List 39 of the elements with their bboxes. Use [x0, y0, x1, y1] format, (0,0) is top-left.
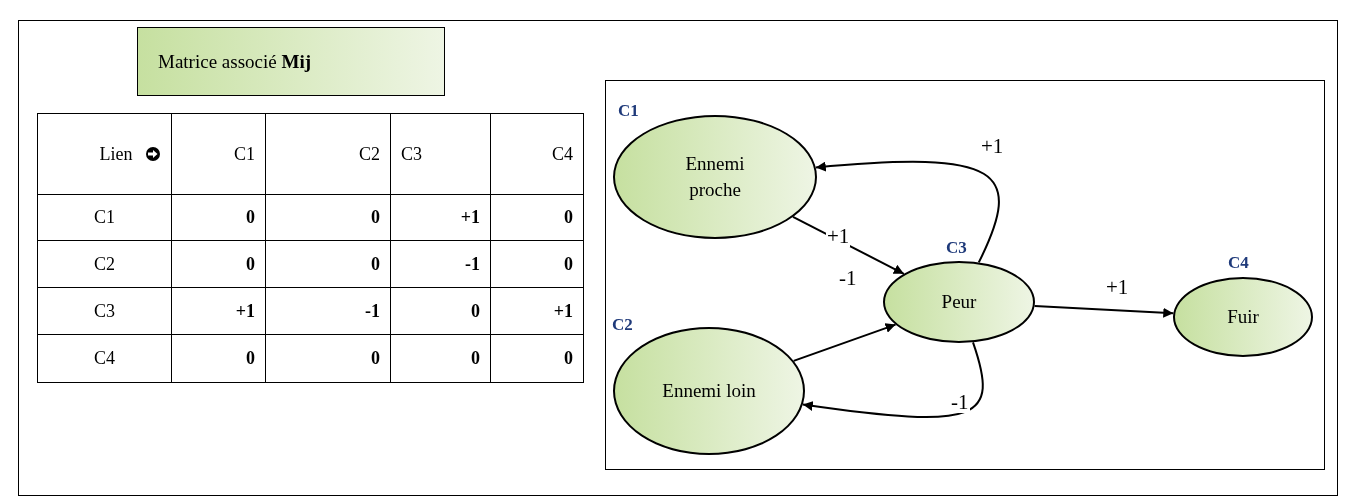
- matrix-value: 0: [246, 253, 255, 274]
- title-text: Matrice associé Mij: [158, 50, 311, 73]
- matrix-value: 0: [246, 207, 255, 227]
- row-header: C4: [94, 348, 115, 368]
- matrix-value: 0: [371, 253, 380, 274]
- row-header: C2: [94, 253, 115, 274]
- concept-label: Ennemi loin: [662, 379, 756, 404]
- matrix-value: 0: [564, 207, 573, 227]
- matrix-value: 0: [564, 348, 573, 368]
- concept-label: Peur: [941, 290, 977, 315]
- row-header: C1: [94, 207, 115, 227]
- column-header: C4: [552, 143, 573, 164]
- matrix-value: +1: [460, 207, 480, 227]
- matrix-value: 0: [471, 300, 480, 321]
- matrix-value: 0: [564, 253, 573, 274]
- concept-id: C4: [1228, 253, 1249, 273]
- matrix-value: +1: [553, 300, 573, 321]
- matrix-value: 0: [246, 348, 255, 368]
- row-header: C3: [94, 300, 115, 321]
- matrix-value: -1: [365, 300, 380, 321]
- arrow: [792, 323, 897, 362]
- matrix-value: +1: [235, 300, 255, 321]
- column-header: C3: [401, 143, 422, 164]
- title-box: [137, 27, 445, 96]
- matrix-value: -1: [465, 253, 480, 274]
- matrix-value: 0: [371, 348, 380, 368]
- concept-label: Fuir: [1227, 305, 1259, 330]
- edge-label: -1: [950, 392, 970, 413]
- column-header: C1: [234, 143, 255, 164]
- concept-id: C3: [946, 238, 967, 258]
- matrix-value: 0: [371, 207, 380, 227]
- concept-id: C2: [612, 315, 633, 335]
- column-header: C2: [359, 143, 380, 164]
- concept-label: Ennemi proche: [684, 152, 746, 202]
- matrix-value: 0: [471, 348, 480, 368]
- edge-label: +1: [826, 226, 851, 247]
- concept-id: C1: [618, 101, 639, 121]
- column-header: Lien: [99, 143, 133, 164]
- arrow: [1033, 305, 1175, 318]
